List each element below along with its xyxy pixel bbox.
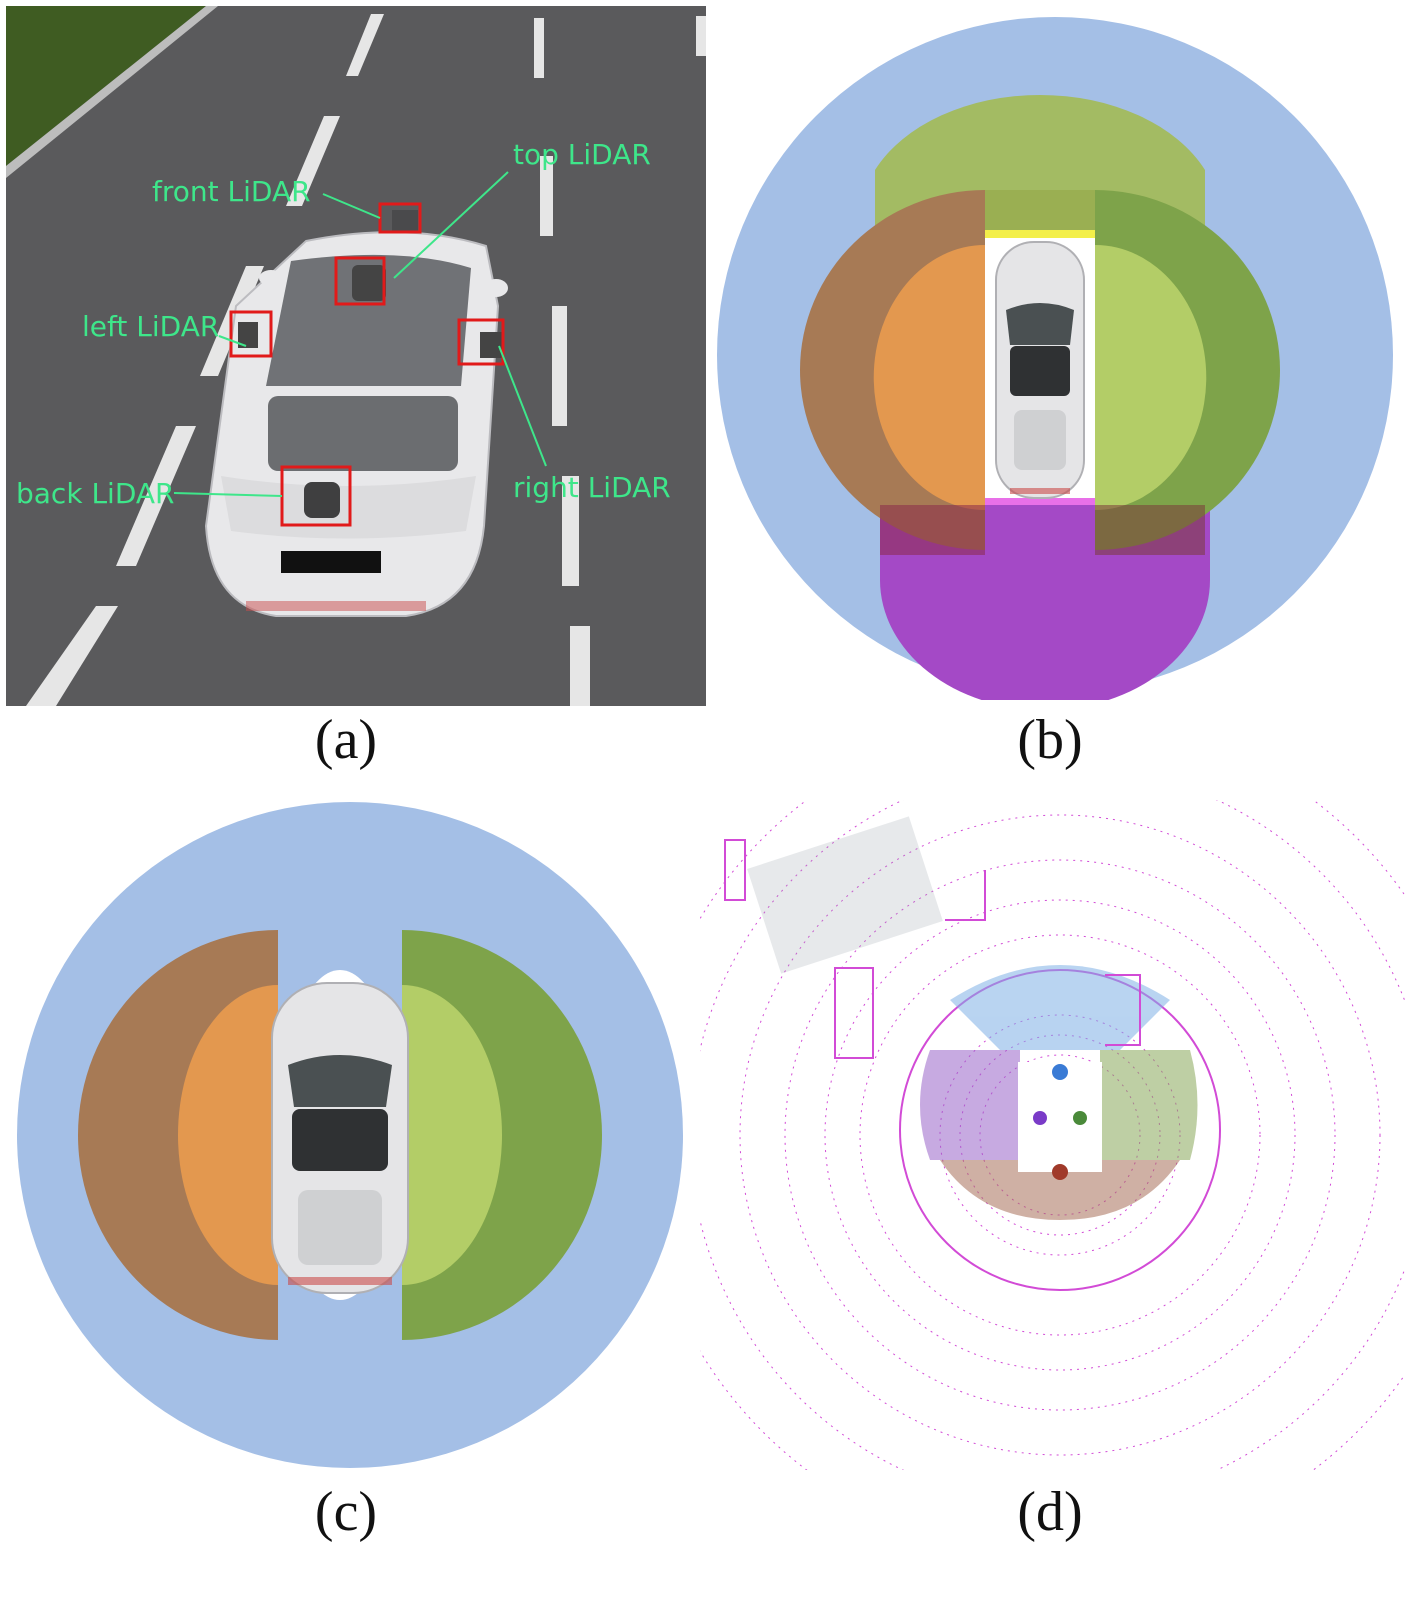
front-lidar-label: front LiDAR xyxy=(152,175,311,208)
panel-b-coverage xyxy=(710,10,1400,710)
left-overlap-zone xyxy=(178,985,278,1285)
sensor-point-regions xyxy=(920,965,1198,1220)
right-overlap-zone xyxy=(1095,245,1207,510)
lidar-point-cloud xyxy=(639,714,1418,1556)
caption-b: (b) xyxy=(1017,709,1083,771)
back-lidar-label: back LiDAR xyxy=(16,477,175,510)
lidar-sensor-icon xyxy=(238,322,258,348)
lidar-sensor-icon xyxy=(304,482,340,518)
caption-c: (c) xyxy=(314,1481,378,1543)
top-lidar-label: top LiDAR xyxy=(513,138,651,171)
lidar-sensor-icon xyxy=(480,332,502,358)
right-lidar-label: right LiDAR xyxy=(513,471,671,504)
detected-objects xyxy=(724,839,1141,1059)
coverage-diagram-side xyxy=(17,802,683,1468)
car-top-view xyxy=(995,241,1085,499)
vegetation-cluster xyxy=(747,816,943,974)
car-top-view xyxy=(271,982,409,1294)
panel-d-point-cloud xyxy=(639,714,1418,1556)
right-overlap-zone xyxy=(402,985,502,1285)
caption-a: (a) xyxy=(314,709,378,771)
lidar-sensor-icon xyxy=(392,210,418,232)
coverage-diagram-full xyxy=(717,17,1393,710)
panel-a-scene: front LiDAR top LiDAR left LiDAR right L… xyxy=(6,6,706,706)
vehicle-blind-zone xyxy=(1018,1062,1102,1172)
label-leader-lines xyxy=(173,171,547,497)
lidar-sensor-icon xyxy=(352,265,386,301)
back-lidar-coverage xyxy=(880,505,1210,710)
panel-c-coverage xyxy=(10,795,690,1475)
left-lidar-label: left LiDAR xyxy=(82,310,219,343)
left-overlap-zone xyxy=(873,245,985,510)
caption-d: (d) xyxy=(1017,1481,1083,1543)
car-top-view xyxy=(204,210,508,617)
scene-render: front LiDAR top LiDAR left LiDAR right L… xyxy=(6,6,706,706)
lane-markings xyxy=(26,14,706,706)
